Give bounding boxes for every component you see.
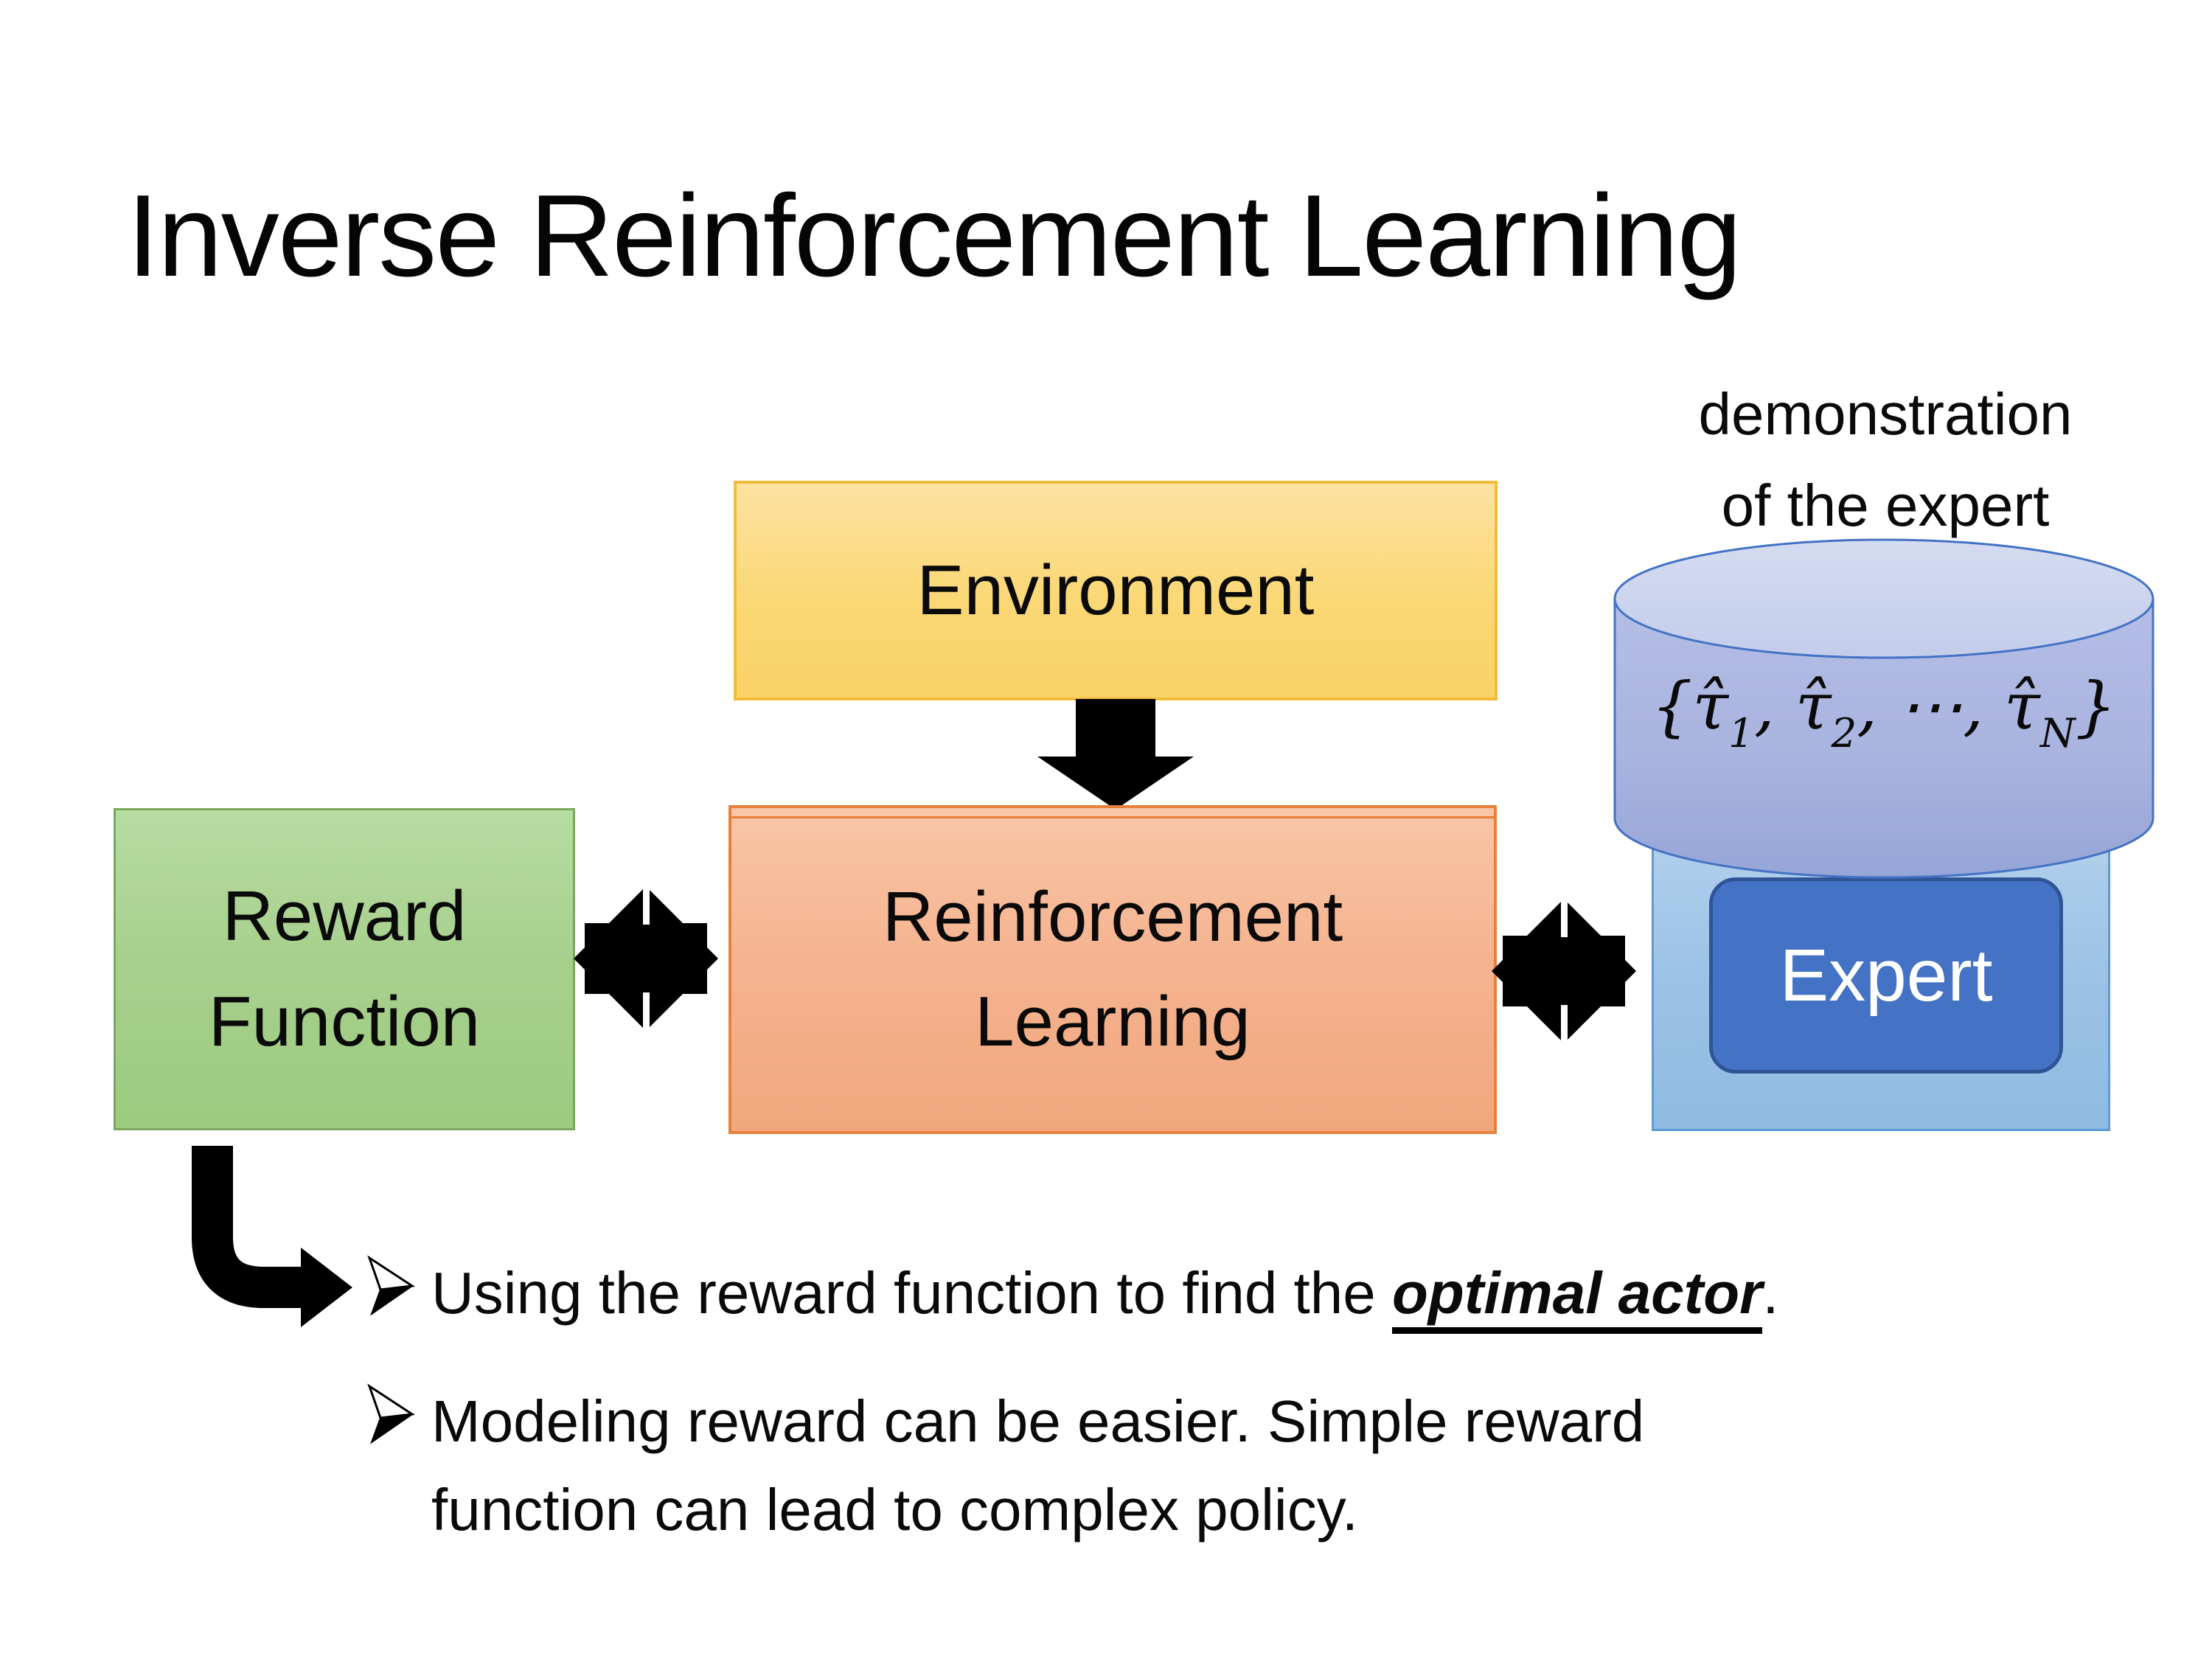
bullet-2-line-2: function can lead to complex policy. <box>431 1477 1358 1543</box>
formula-tau-n: τ̂ <box>2004 668 2040 744</box>
formula-sub-2: 2 <box>1831 709 1857 757</box>
expert-box: Expert <box>1709 877 2063 1074</box>
demonstration-database-cylinder <box>1613 538 2154 879</box>
formula-dots: ⋯ <box>1898 668 1964 744</box>
caption-line-2: of the expert <box>1721 473 2050 538</box>
formula-sub-n: N <box>2039 709 2076 757</box>
formula-tau-2: τ̂ <box>1795 668 1832 744</box>
expert-label: Expert <box>1779 933 1993 1017</box>
formula-comma-1: , <box>1753 668 1795 744</box>
exchange-arrows-left-icon <box>574 883 718 1034</box>
reward-label-line-1: Reward <box>222 877 467 956</box>
formula-sub-1: 1 <box>1728 709 1754 757</box>
formula-close-brace: } <box>2075 668 2117 744</box>
reward-label-line-2: Function <box>208 981 481 1061</box>
bullet-arrowhead-icon <box>367 1383 415 1444</box>
bullet-item-1: Using the reward function to find the op… <box>366 1249 1779 1338</box>
bullet-arrowhead-icon <box>367 1255 415 1316</box>
expert-demonstration-caption: demonstration of the expert <box>1590 369 2180 552</box>
environment-box: Environment <box>734 481 1498 700</box>
formula-open-brace: { <box>1651 668 1693 744</box>
bullet-1-text: Using the reward function to find the op… <box>431 1249 1779 1338</box>
reward-function-box: Reward Function <box>114 808 575 1130</box>
bullet-2-line-1: Modeling reward can be easier. Simple re… <box>431 1388 1645 1454</box>
trajectory-set-formula: {τ̂1, τ̂2, ⋯, τ̂N} <box>1630 668 2138 753</box>
bullet-item-2: Modeling reward can be easier. Simple re… <box>366 1377 1644 1554</box>
bullet-1-suffix: . <box>1762 1260 1779 1326</box>
bullet-1-prefix: Using the reward function to find the <box>431 1260 1392 1326</box>
elbow-down-right-arrow-icon <box>192 1146 352 1327</box>
rl-label-line-1: Reinforcement <box>882 877 1343 956</box>
formula-tau-1: τ̂ <box>1692 668 1729 744</box>
formula-comma-3: , <box>1963 668 2005 744</box>
rl-box-top-band <box>731 816 1494 818</box>
down-arrow-icon <box>1037 699 1194 810</box>
bullet-1-emphasis: optimal actor <box>1391 1260 1763 1334</box>
exchange-arrows-right-icon <box>1492 896 1636 1046</box>
reinforcement-learning-box: Reinforcement Learning <box>728 805 1497 1134</box>
bullet-2-text: Modeling reward can be easier. Simple re… <box>431 1377 1644 1554</box>
page-title: Inverse Reinforcement Learning <box>127 171 1742 301</box>
rl-label-line-2: Learning <box>975 982 1251 1061</box>
environment-label: Environment <box>917 550 1315 630</box>
caption-line-1: demonstration <box>1698 381 2073 447</box>
formula-comma-2: , <box>1857 668 1899 744</box>
